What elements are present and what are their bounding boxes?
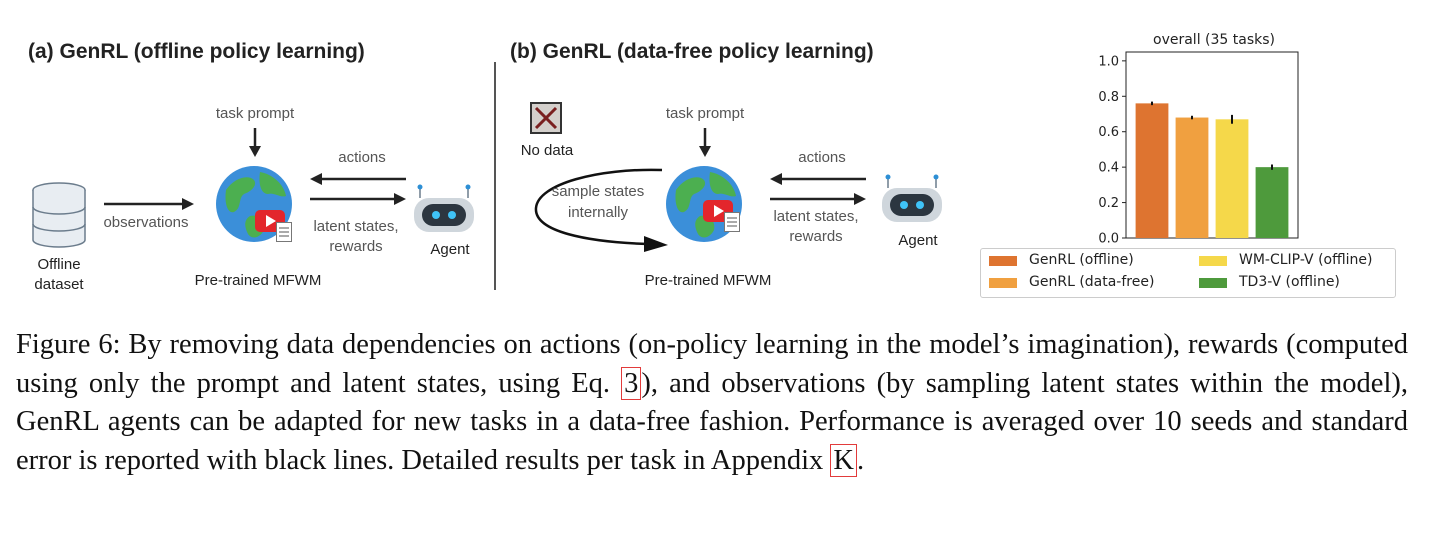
plot-frame [1125,51,1299,239]
sample-states-loop-arrow [534,168,668,252]
latent-states-label-b: latent states, [773,208,859,225]
bar-1 [1175,117,1209,238]
appendix-reference-link[interactable]: K [830,443,858,477]
panel-b-title: (b) GenRL (data-free policy learning) [510,40,874,63]
legend-swatch-0 [989,256,1017,266]
task-prompt-arrow-b [699,128,711,157]
legend-swatch-3 [1199,278,1227,288]
equation-reference-link[interactable]: 3 [621,366,642,400]
observations-arrow [104,198,194,210]
observations-label: observations [103,214,189,231]
legend-swatch-1 [989,278,1017,288]
bar-2 [1215,119,1249,238]
no-data-icon [530,102,562,134]
text-document-icon-b [724,212,740,232]
sample-states-label-line1: sample states [551,183,645,200]
no-data-label: No data [520,142,574,159]
robot-agent-icon-b [882,174,942,222]
y-tick-label: 0.2 [1098,196,1119,211]
legend-label-0: GenRL (offline) [1029,252,1134,268]
bar-3 [1255,167,1289,238]
legend-swatch-2 [1199,256,1227,266]
caption-mid: ), and observations (by sampling latent … [16,367,1408,476]
caption-lead: Figure 6: By removing data dependencies … [16,329,1408,399]
agent-label-a: Agent [430,241,470,258]
chart-title: overall (35 tasks) [1153,32,1275,48]
offline-dataset-label-line2: dataset [34,276,84,293]
y-tick-label: 1.0 [1098,54,1119,69]
sample-states-label-line2: internally [567,204,629,221]
overall-bar-chart: 0.0 0.2 0.4 0.6 0.8 1.0 [1098,51,1299,247]
agent-label-b: Agent [898,232,938,249]
task-prompt-label-b: task prompt [665,105,745,122]
robot-agent-icon-a [414,184,474,232]
text-document-icon-a [276,222,292,242]
y-tick-label: 0.4 [1098,161,1119,176]
legend-label-1: GenRL (data-free) [1029,274,1155,290]
y-tick-label: 0.0 [1098,232,1119,247]
latent-states-label-a: latent states, [313,218,399,235]
bar-0 [1135,103,1169,238]
offline-dataset-label-line1: Offline [37,256,81,273]
model-label-a: Pre-trained MFWM [194,272,322,289]
rewards-label-b: rewards [789,228,843,245]
caption-end: . [857,444,865,476]
model-label-b: Pre-trained MFWM [644,272,772,289]
task-prompt-label-a: task prompt [215,105,295,122]
panel-a-title: (a) GenRL (offline policy learning) [28,40,365,63]
database-icon [32,182,86,248]
legend-label-2: WM-CLIP-V (offline) [1239,252,1373,268]
latent-states-arrow-a [310,193,406,205]
chart-legend: GenRL (offline) GenRL (data-free) WM-CLI… [980,248,1396,298]
task-prompt-arrow-a [249,128,261,157]
rewards-label-a: rewards [329,238,383,255]
actions-arrow-a [310,173,406,185]
figure-caption: Figure 6: By removing data dependencies … [16,326,1408,480]
actions-label-a: actions [338,149,386,166]
latent-states-arrow-b [770,193,866,205]
panel-divider [494,62,496,290]
actions-label-b: actions [798,149,846,166]
y-tick-label: 0.6 [1098,125,1119,140]
y-tick-label: 0.8 [1098,90,1119,105]
legend-label-3: TD3-V (offline) [1239,274,1340,290]
actions-arrow-b [770,173,866,185]
